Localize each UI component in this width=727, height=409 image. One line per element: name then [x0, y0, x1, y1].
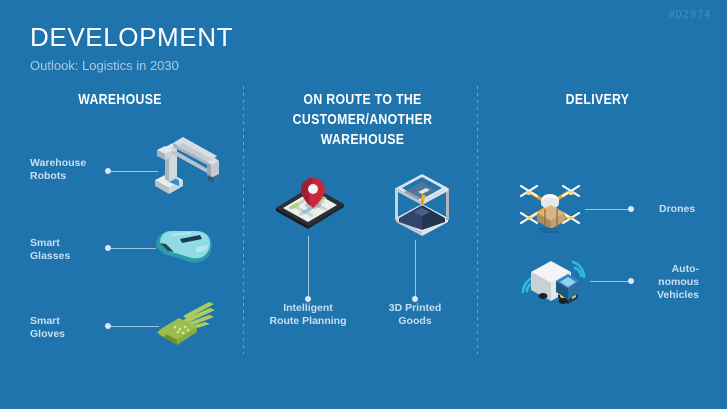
- column-heading-warehouse: WAREHOUSE: [78, 91, 162, 108]
- robot-arm-icon: [143, 133, 223, 195]
- column-divider-left: [243, 86, 244, 354]
- connector-intelligent-route-planning: [308, 236, 309, 298]
- smart-gloves-icon: [153, 300, 217, 346]
- connector-drones: [585, 209, 631, 210]
- connector-dot-autonomous-vehicles: [628, 278, 634, 284]
- autonomous-truck-icon: [518, 252, 596, 308]
- connector-dot-drones: [628, 206, 634, 212]
- drone-icon: [515, 182, 587, 238]
- connector-dot-3d-printed-goods: [412, 296, 418, 302]
- page-id: #D2974: [668, 8, 711, 21]
- connector-3d-printed-goods: [415, 240, 416, 298]
- map-pin-phone-icon: [272, 174, 346, 236]
- page-title: DEVELOPMENT: [30, 22, 234, 52]
- connector-dot-intelligent-route-planning: [305, 296, 311, 302]
- connector-smart-gloves: [111, 326, 159, 327]
- column-divider-right: [477, 86, 478, 354]
- connector-autonomous-vehicles: [590, 281, 630, 282]
- connector-dot-warehouse-robots: [105, 168, 111, 174]
- connector-dot-smart-glasses: [105, 245, 111, 251]
- 3d-printer-icon: [392, 168, 452, 240]
- column-heading-delivery: DELIVERY: [565, 91, 630, 108]
- label-drones: Drones: [659, 203, 696, 215]
- page-subtitle: Outlook: Logistics in 2030: [30, 58, 179, 73]
- vr-glasses-icon: [150, 225, 216, 269]
- connector-warehouse-robots: [111, 171, 158, 172]
- connector-smart-glasses: [111, 248, 156, 249]
- connector-dot-smart-gloves: [105, 323, 111, 329]
